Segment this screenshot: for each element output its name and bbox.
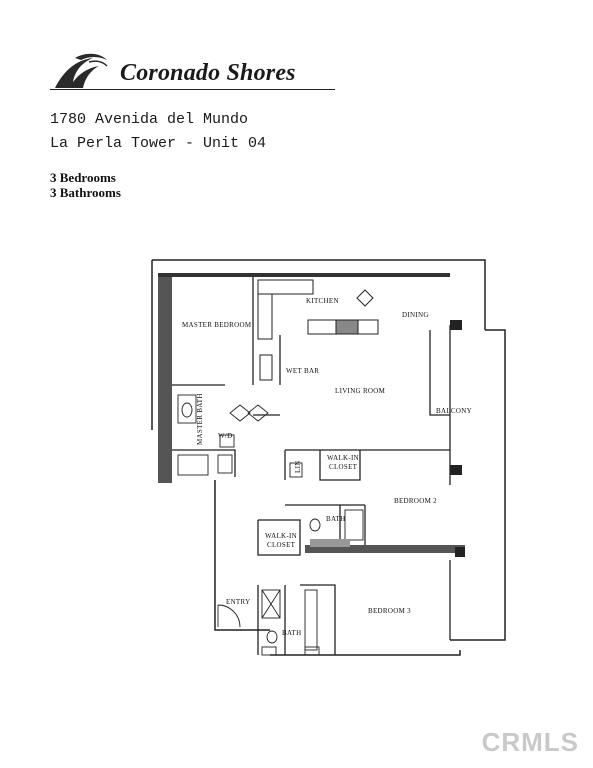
walk-in-closet-1-label-a: WALK-IN [327,454,359,462]
walk-in-closet-2-label-a: WALK-IN [265,532,297,540]
bedrooms-count: 3 Bedrooms [50,170,116,185]
kitchen-label: KITCHEN [306,297,339,305]
stipple-fill [310,539,350,547]
bath-1-label: BATH [326,515,345,523]
brand-name: Coronado Shores [120,60,296,86]
lin-label: LIN [294,460,302,473]
column [450,320,462,330]
street-address: 1780 Avenida del Mundo [50,111,249,128]
balcony-label: BALCONY [436,407,472,415]
floor-plan: KITCHEN DINING MASTER BEDROOM WET BAR LI… [140,255,510,665]
wet-bar-label: WET BAR [286,367,319,375]
header-rule [50,89,335,90]
column [450,465,462,475]
unit-line: La Perla Tower - Unit 04 [50,135,267,152]
master-bath-label: MASTER BATH [196,393,204,445]
entry-label: ENTRY [226,598,250,606]
doors [217,404,269,628]
walk-in-closet-1-label-b: CLOSET [329,463,358,471]
outer-walls [151,259,506,656]
bedroom-3-label: BEDROOM 3 [368,607,411,615]
kitchen-fixtures [257,279,379,381]
wave-icon [55,53,108,88]
wd-label: W/D [218,432,233,440]
master-wall [158,273,172,483]
unit-specs: 3 Bedrooms 3 Bathrooms [50,170,121,200]
bedroom-divider-wall [305,545,465,553]
bath-fixtures [177,394,364,656]
master-bedroom-label: MASTER BEDROOM [182,321,252,329]
dining-label: DINING [402,311,429,319]
north-wall [158,273,450,277]
walk-in-closet-2-label-b: CLOSET [267,541,296,549]
column [455,547,465,557]
mls-watermark: CRMLS [481,727,579,757]
bathrooms-count: 3 Bathrooms [50,185,121,200]
bath-2-label: BATH [282,629,301,637]
brand-header: Coronado Shores [50,50,340,95]
floor-plan-drawing: KITCHEN DINING MASTER BEDROOM WET BAR LI… [151,259,506,656]
living-room-label: LIVING ROOM [335,387,386,395]
bedroom-2-label: BEDROOM 2 [394,497,437,505]
address-block: 1780 Avenida del Mundo La Perla Tower - … [50,108,266,156]
interior-walls [172,277,451,655]
